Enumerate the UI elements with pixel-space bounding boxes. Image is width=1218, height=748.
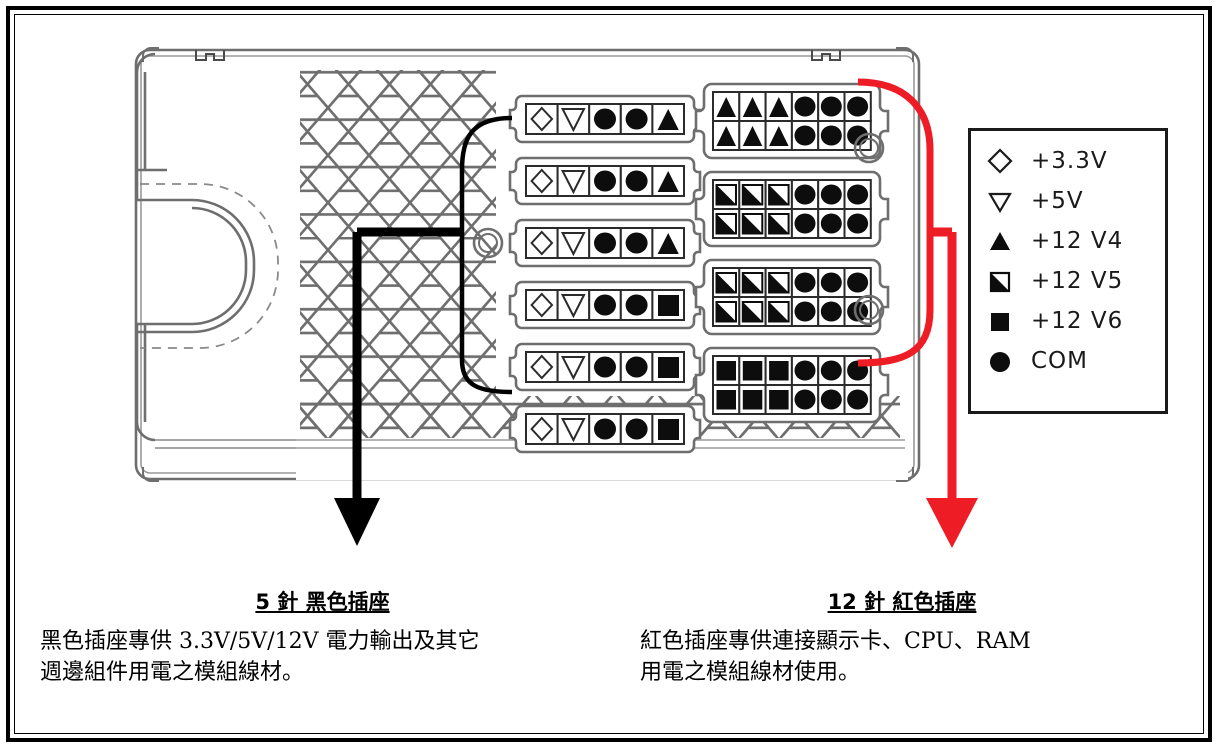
legend-row-3v3: +3.3V xyxy=(971,141,1165,181)
legend-label-12v5: +12 V5 xyxy=(1031,268,1124,294)
legend-row-com: COM xyxy=(971,341,1165,381)
legend-label-com: COM xyxy=(1031,348,1089,374)
socket-5pin-1 xyxy=(508,94,702,144)
socket-5pin-4 xyxy=(508,280,702,330)
triangle-down-outline-icon xyxy=(987,188,1031,214)
socket-5pin-3 xyxy=(508,218,702,268)
callout-left-line1: 黑色插座專供 3.3V/5V/12V 電力輸出及其它 xyxy=(40,629,480,654)
socket-group-5pin xyxy=(508,94,702,454)
socket-12pin-1 xyxy=(694,82,890,160)
screw-holes xyxy=(472,132,885,326)
legend-row-12v6: +12 V6 xyxy=(971,301,1165,341)
legend-row-12v5: +12 V5 xyxy=(971,261,1165,301)
callout-right-line1: 紅色插座專供連接顯示卡、CPU、RAM xyxy=(640,629,1031,654)
socket-12pin-4 xyxy=(694,346,890,424)
legend-label-5v: +5V xyxy=(1031,188,1084,214)
socket-5pin-6 xyxy=(508,404,702,454)
triangle-up-filled-icon xyxy=(987,228,1031,254)
callout-left-title: 5 針 黑色插座 xyxy=(255,590,390,614)
legend-label-12v6: +12 V6 xyxy=(1031,308,1124,334)
square-half-filled-icon xyxy=(987,268,1031,294)
page-border-inner xyxy=(14,14,1204,734)
socket-12pin-2 xyxy=(694,170,890,248)
socket-5pin-2 xyxy=(508,156,702,206)
legend-row-12v4: +12 V4 xyxy=(971,221,1165,261)
legend-label-3v3: +3.3V xyxy=(1031,148,1108,174)
leader-red-12pin xyxy=(857,78,978,548)
callout-left: 5 針 黑色插座 黑色插座專供 3.3V/5V/12V 電力輸出及其它 週邊組件… xyxy=(40,586,605,688)
legend-box: +3.3V +5V +12 V4 +12 V5 xyxy=(968,128,1168,414)
legend-row-5v: +5V xyxy=(971,181,1165,221)
socket-group-12pin xyxy=(694,82,890,424)
callout-right-title: 12 針 紅色插座 xyxy=(827,590,977,614)
page-border-outer xyxy=(6,6,1212,742)
circle-filled-icon xyxy=(987,348,1031,374)
socket-12pin-3 xyxy=(694,258,890,336)
diamond-outline-icon xyxy=(987,148,1031,174)
socket-5pin-5 xyxy=(508,342,702,392)
legend-label-12v4: +12 V4 xyxy=(1031,228,1124,254)
callout-right: 12 針 紅色插座 紅色插座專供連接顯示卡、CPU、RAM 用電之模組線材使用。 xyxy=(622,586,1182,688)
leader-black-5pin xyxy=(334,115,513,546)
callout-left-line2: 週邊組件用電之模組線材。 xyxy=(40,660,305,686)
callout-right-line2: 用電之模組線材使用。 xyxy=(640,660,861,686)
square-filled-icon xyxy=(987,308,1031,334)
